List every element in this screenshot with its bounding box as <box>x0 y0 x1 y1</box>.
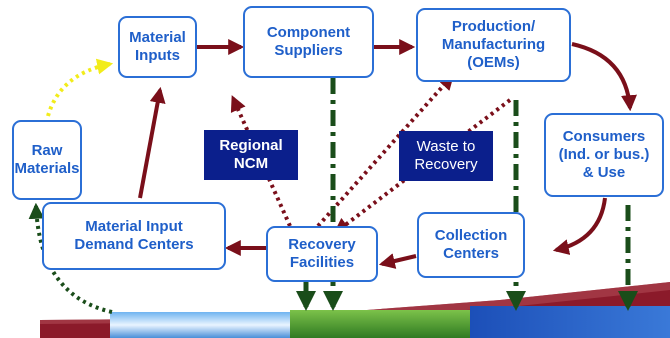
arrow-consumers-to-collection <box>552 197 607 255</box>
material-input-demand-centers-node: Material Input Demand Centers <box>42 202 226 270</box>
arrow-demand-to-inputs <box>138 86 166 199</box>
dotted-recovery-to-production <box>316 73 455 228</box>
component-suppliers-node: Component Suppliers <box>243 6 374 78</box>
dotted-waste-to-recovery <box>333 98 512 234</box>
recovery-facilities-node: Recovery Facilities <box>266 226 378 282</box>
waste-to-recovery-label: Waste to Recovery <box>399 131 493 181</box>
production-manufacturing-node: Production/ Manufacturing (OEMs) <box>416 8 571 82</box>
dotted-raw-to-inputs <box>46 58 114 117</box>
sky-image <box>110 312 290 338</box>
grass-image <box>290 310 470 338</box>
dotted-ground-to-raw <box>28 202 113 314</box>
regional-ncm-label: Regional NCM <box>204 130 298 180</box>
material-inputs-node: Material Inputs <box>118 16 197 78</box>
water-image <box>470 306 670 338</box>
raw-materials-node: Raw Materials <box>12 120 82 200</box>
consumers-node: Consumers (Ind. or bus.) & Use <box>544 113 664 197</box>
arrow-collection-to-recovery <box>378 253 417 269</box>
arrow-production-to-consumers <box>571 42 637 112</box>
collection-centers-node: Collection Centers <box>417 212 525 278</box>
